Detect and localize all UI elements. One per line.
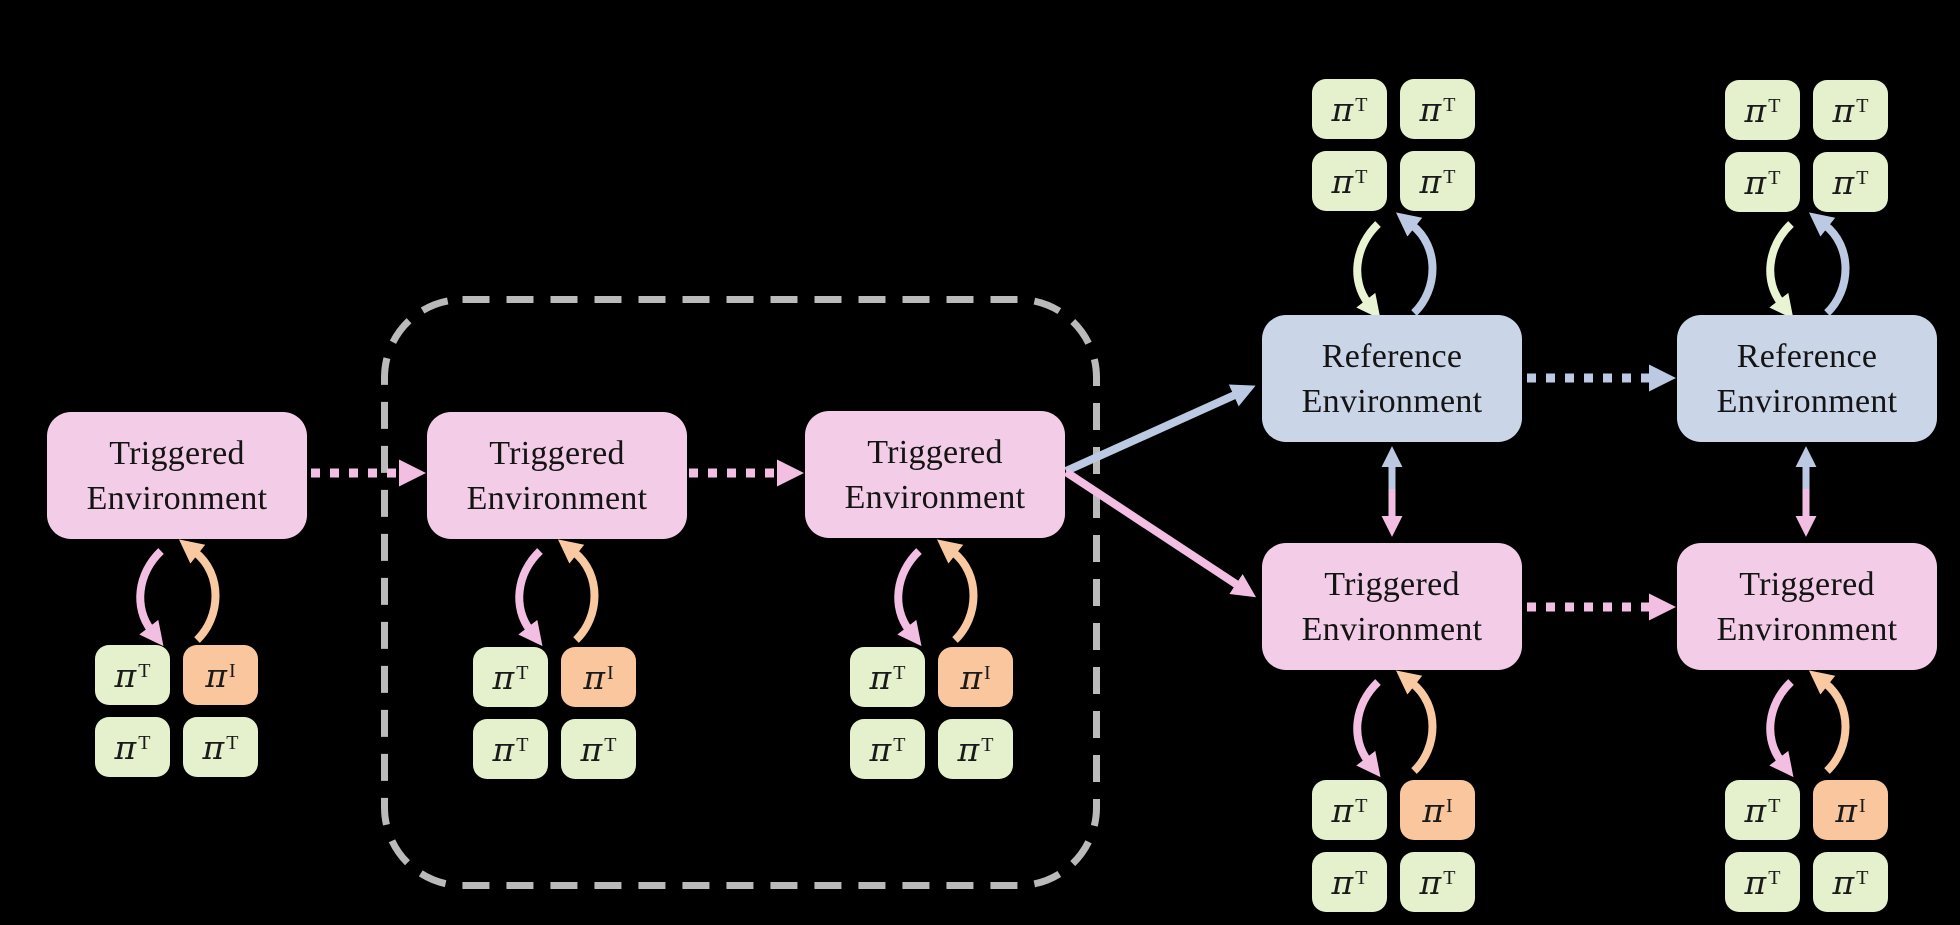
- env-label-line1: Triggered: [1739, 565, 1875, 603]
- env-box-reference-eval-2: Reference Environment: [1677, 315, 1937, 442]
- cycle-down-arrow: [894, 548, 922, 647]
- cycle-up-arrow: [1395, 670, 1437, 774]
- cycle-down-arrow: [1766, 679, 1794, 778]
- policy-cycle-env2: [515, 539, 599, 647]
- policy-cycle-ref2: [1766, 212, 1850, 320]
- env-label-line1: Reference: [1321, 337, 1463, 375]
- env-box-reference-eval-1: Reference Environment: [1262, 315, 1522, 442]
- env-label-line2: Environment: [1301, 382, 1483, 420]
- env-label-line1: Triggered: [867, 433, 1003, 471]
- fan-arrow-env3-to-reference: [1064, 384, 1256, 475]
- fan-arrow-env3-to-triggered: [1063, 468, 1257, 598]
- cycle-up-arrow: [557, 539, 599, 643]
- cycle-up-arrow: [936, 539, 978, 643]
- env-label-line1: Reference: [1736, 337, 1878, 375]
- env-label-line2: Environment: [1716, 610, 1898, 648]
- cycle-down-arrow: [1766, 221, 1794, 320]
- env-label-line2: Environment: [1716, 382, 1898, 420]
- env-label-line2: Environment: [1301, 610, 1483, 648]
- training-loop-boundary: [381, 296, 1100, 889]
- policy-cycle-ref1: [1353, 212, 1437, 320]
- cycle-up-arrow: [1395, 212, 1437, 316]
- cycle-up-arrow: [1808, 670, 1850, 774]
- env-label-line2: Environment: [86, 479, 268, 517]
- cycle-up-arrow: [178, 539, 220, 643]
- cycle-down-arrow: [1353, 221, 1381, 320]
- env-label-line1: Triggered: [1324, 565, 1460, 603]
- policy-cycle-env3: [894, 539, 978, 647]
- policy-cycle-trig1: [1353, 670, 1437, 778]
- env-box-triggered-eval-2: Triggered Environment: [1677, 543, 1937, 670]
- env-box-triggered-eval-1: Triggered Environment: [1262, 543, 1522, 670]
- env-label-line2: Environment: [844, 478, 1026, 516]
- cycle-down-arrow: [515, 548, 543, 647]
- env-box-triggered-train-1: Triggered Environment: [47, 412, 307, 539]
- policy-cycle-trig2: [1766, 670, 1850, 778]
- env-box-triggered-train-3: Triggered Environment: [805, 411, 1065, 538]
- env-label-line1: Triggered: [489, 434, 625, 472]
- cycle-up-arrow: [1808, 212, 1850, 316]
- policy-cycle-env1: [136, 539, 220, 647]
- env-label-line1: Triggered: [109, 434, 245, 472]
- env-label-line2: Environment: [466, 479, 648, 517]
- cycle-down-arrow: [136, 548, 164, 647]
- env-box-triggered-train-2: Triggered Environment: [427, 412, 687, 539]
- cycle-down-arrow: [1353, 679, 1381, 778]
